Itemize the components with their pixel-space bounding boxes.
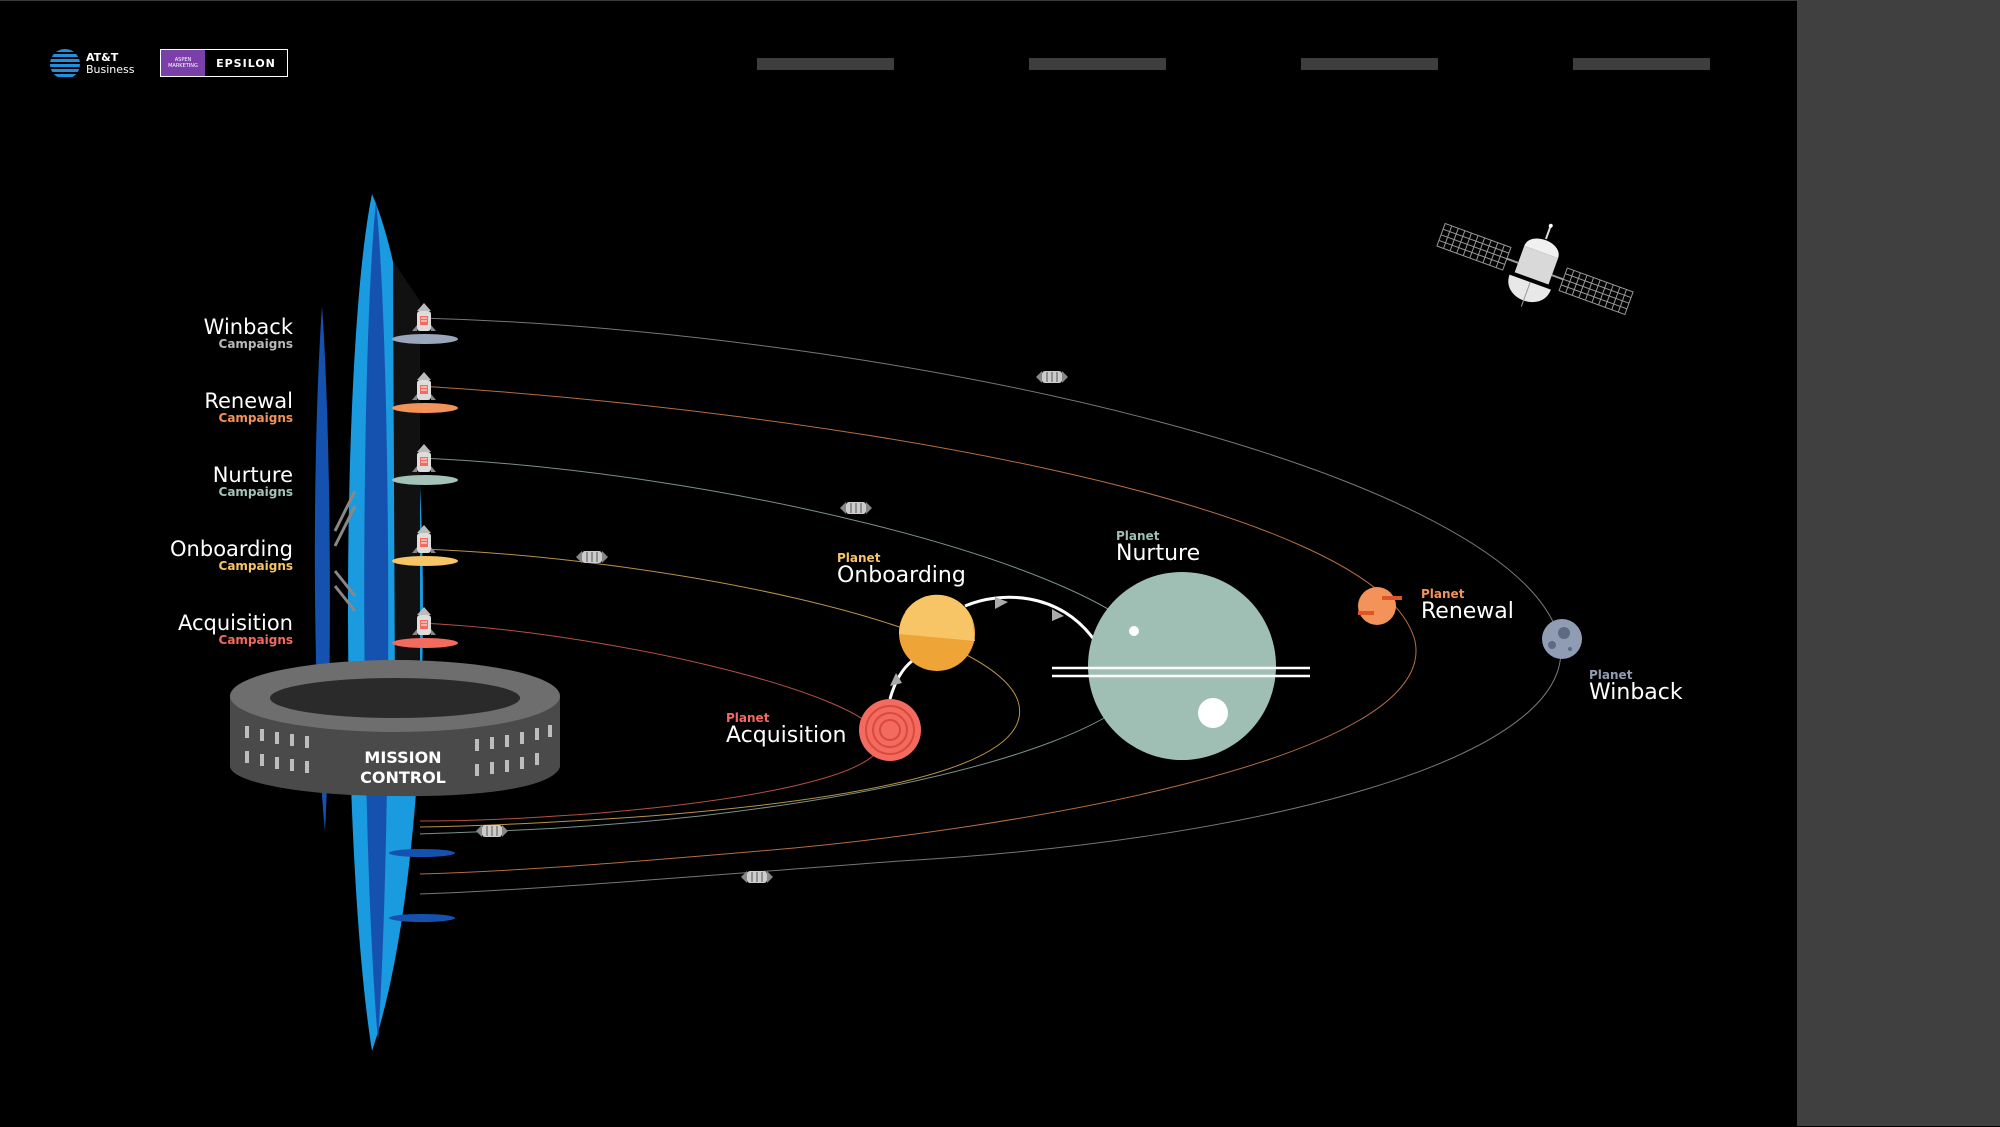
rocket-icon [576,551,608,563]
att-sub: Business [86,63,135,76]
att-business-logo[interactable]: AT&T Business [50,49,135,79]
mission-control-base: MISSION CONTROL [230,660,560,796]
campaign-name: Renewal [93,390,293,412]
campaign-sub: Campaigns [93,634,293,646]
rocket-icon [741,871,773,883]
nav-tab-1[interactable] [757,58,894,70]
campaign-name: Winback [93,316,293,338]
campaign-winback[interactable]: Winback Campaigns [93,316,293,350]
campaign-onboarding[interactable]: Onboarding Campaigns [93,538,293,572]
planet-winback-label[interactable]: Planet Winback [1589,669,1683,704]
att-globe-icon [50,49,80,79]
planet-winback-shape[interactable] [1542,619,1582,659]
campaign-name: Nurture [93,464,293,486]
planet-acquisition-shape[interactable] [859,699,921,761]
campaign-sub: Campaigns [93,560,293,572]
mission-control-line1: MISSION [364,748,441,767]
nav-tab-2[interactable] [1029,58,1166,70]
mission-control-tower [315,194,423,1051]
diagram-canvas: MISSION CONTROL [0,0,1797,1126]
planet-nurture-label[interactable]: Planet Nurture [1116,530,1200,565]
campaign-sub: Campaigns [93,412,293,424]
planet-renewal-label[interactable]: Planet Renewal [1421,588,1514,623]
epsilon-logo: EPSILON [205,50,287,76]
planet-name: Onboarding [837,565,966,587]
rocket-icon [840,502,872,514]
planet-renewal-shape[interactable] [1358,587,1402,625]
planet-nurture-shape[interactable] [1052,572,1310,760]
partner-logo[interactable]: ASPEN MARKETING EPSILON [160,49,288,77]
planet-acquisition-label[interactable]: Planet Acquisition [726,712,847,747]
rocket-icon [476,825,508,837]
campaign-acquisition[interactable]: Acquisition Campaigns [93,612,293,646]
campaign-sub: Campaigns [93,338,293,350]
aspen-marketing-logo: ASPEN MARKETING [161,50,205,76]
planet-name: Renewal [1421,601,1514,623]
campaign-renewal[interactable]: Renewal Campaigns [93,390,293,424]
satellite-icon [1427,190,1645,341]
planet-name: Winback [1589,682,1683,704]
campaign-nurture[interactable]: Nurture Campaigns [93,464,293,498]
planet-onboarding-shape[interactable] [899,595,975,671]
nav-tab-4[interactable] [1573,58,1710,70]
planet-name: Nurture [1116,543,1200,565]
nav-tab-3[interactable] [1301,58,1438,70]
planet-onboarding-label[interactable]: Planet Onboarding [837,552,966,587]
campaign-name: Acquisition [93,612,293,634]
rocket-icon [1036,371,1068,383]
campaign-name: Onboarding [93,538,293,560]
right-side-panel [1797,0,2000,1126]
mission-control-line2: CONTROL [360,768,446,787]
campaign-sub: Campaigns [93,486,293,498]
planet-name: Acquisition [726,725,847,747]
